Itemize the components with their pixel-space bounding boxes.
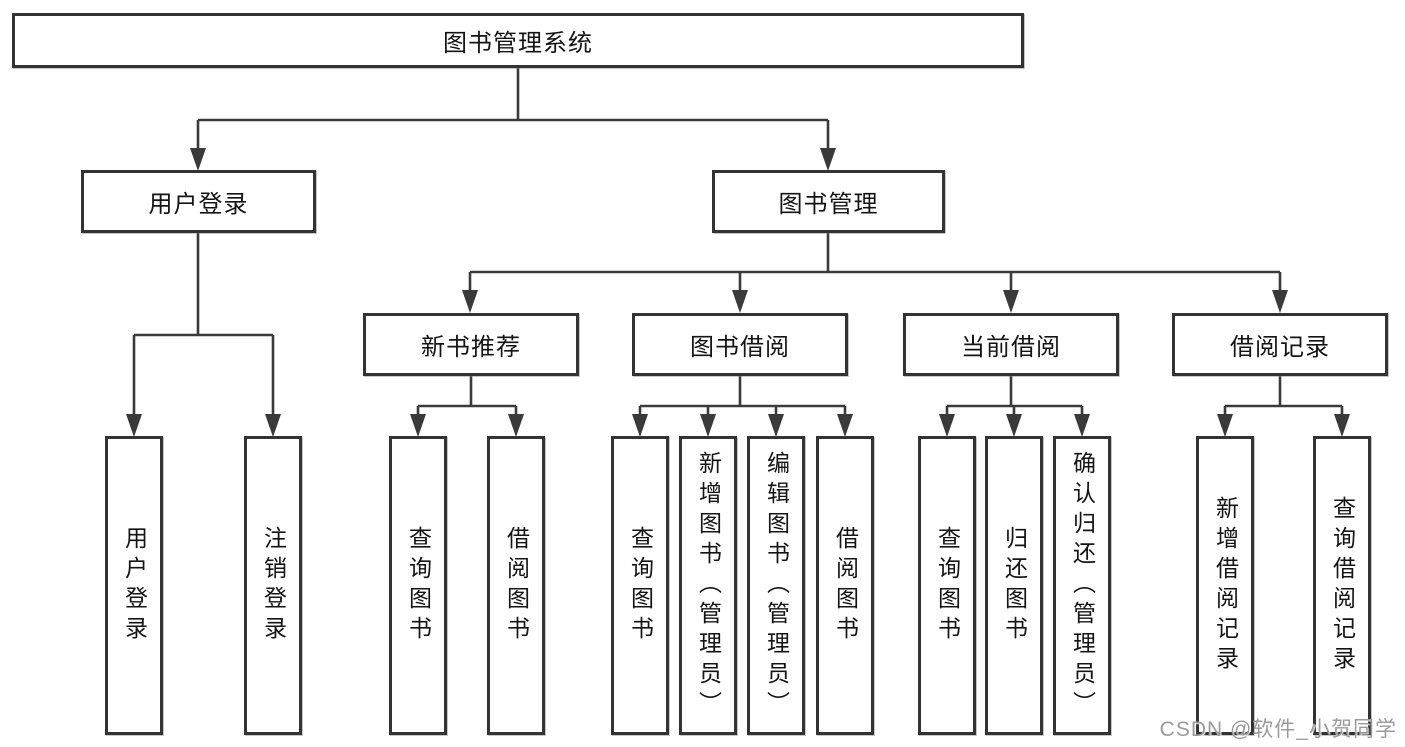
node-root: 图书管理系统 bbox=[12, 13, 1024, 68]
node-new-book-recommend: 新书推荐 bbox=[363, 313, 579, 376]
node-borrow-records: 借阅记录 bbox=[1172, 313, 1388, 376]
leaf-return-book-label: 归还图书 bbox=[1001, 525, 1028, 646]
leaf-add-borrow-record-label: 新增借阅记录 bbox=[1212, 495, 1239, 676]
leaf-edit-book-admin: 编辑图书（管理员） bbox=[747, 436, 805, 735]
node-user-login: 用户登录 bbox=[81, 170, 316, 233]
leaf-query-books-current: 查询图书 bbox=[918, 436, 976, 735]
node-current-borrow: 当前借阅 bbox=[903, 313, 1119, 376]
leaf-add-book-admin-label: 新增图书（管理员） bbox=[695, 450, 722, 721]
leaf-return-book: 归还图书 bbox=[985, 436, 1043, 735]
leaf-add-book-admin: 新增图书（管理员） bbox=[679, 436, 737, 735]
leaf-borrow-books-recommend-label: 借阅图书 bbox=[503, 525, 530, 646]
leaf-confirm-return-admin: 确认归还（管理员） bbox=[1053, 436, 1111, 735]
leaf-logout-label: 注销登录 bbox=[260, 525, 287, 646]
leaf-confirm-return-admin-label: 确认归还（管理员） bbox=[1069, 450, 1096, 721]
leaf-edit-book-admin-label: 编辑图书（管理员） bbox=[763, 450, 790, 721]
leaf-query-books-borrow: 查询图书 bbox=[611, 436, 669, 735]
leaf-add-borrow-record: 新增借阅记录 bbox=[1196, 436, 1254, 735]
leaf-user-login-label: 用户登录 bbox=[121, 525, 148, 646]
leaf-logout: 注销登录 bbox=[244, 436, 302, 735]
leaf-query-books-borrow-label: 查询图书 bbox=[627, 525, 654, 646]
leaf-borrow-books-2-label: 借阅图书 bbox=[832, 525, 859, 646]
leaf-query-borrow-record: 查询借阅记录 bbox=[1313, 436, 1371, 735]
leaf-query-books-recommend: 查询图书 bbox=[389, 436, 447, 735]
leaf-borrow-books-2: 借阅图书 bbox=[816, 436, 874, 735]
leaf-query-borrow-record-label: 查询借阅记录 bbox=[1329, 495, 1356, 676]
watermark: CSDN @软件_小贺同学 bbox=[1159, 718, 1397, 741]
node-book-borrow: 图书借阅 bbox=[632, 313, 848, 376]
leaf-query-books-recommend-label: 查询图书 bbox=[405, 525, 432, 646]
leaf-query-books-current-label: 查询图书 bbox=[934, 525, 961, 646]
leaf-borrow-books-recommend: 借阅图书 bbox=[487, 436, 545, 735]
node-book-management: 图书管理 bbox=[712, 170, 945, 233]
leaf-user-login: 用户登录 bbox=[105, 436, 163, 735]
